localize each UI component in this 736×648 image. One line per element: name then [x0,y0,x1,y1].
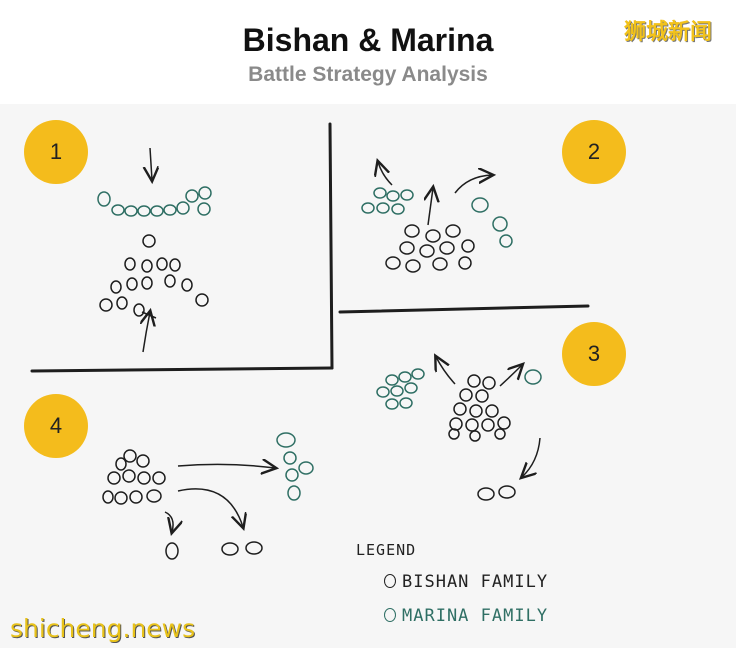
bishan-formation [102,449,263,560]
watermark-domain: shicheng.news [10,614,196,643]
legend-title: LEGEND [356,541,417,559]
quadrant-1-sketch [97,147,212,353]
quadrant-3-badge: 3 [562,322,626,386]
attack-arrows [436,357,541,477]
marina-formation [97,186,212,217]
watermark-chinese: 狮城新闻 [624,20,713,45]
bishan-formation [385,224,475,273]
marina-formation [361,187,513,248]
quadrant-1-badge: 1 [24,120,88,184]
legend-label-marina: MARINA FAMILY [402,606,549,626]
quadrant-4-badge: 4 [24,394,88,458]
bishan-formation [448,374,516,501]
legend-item-marina: MARINA FAMILY [384,606,548,626]
quadrant-2-badge: 2 [562,120,626,184]
marina-formation [376,368,542,410]
legend-item-bishan: BISHAN FAMILY [384,572,548,592]
attack-arrows [378,162,492,226]
bishan-formation [99,234,209,317]
quadrant-2-sketch [361,162,513,273]
marina-marker-icon [384,608,396,622]
page-title: Bishan & Marina [242,22,494,58]
legend-label-bishan: BISHAN FAMILY [402,572,549,592]
vertical-divider [328,122,334,370]
quadrant-3-sketch [376,357,542,501]
quadrant-4-sketch [102,432,314,560]
quadrant-dividers [30,122,590,373]
attack-arrows [142,147,156,353]
marina-formation [276,432,314,501]
page-subtitle: Battle Strategy Analysis [248,63,488,86]
horizontal-divider-right [338,304,590,314]
horizontal-divider-left [30,366,334,373]
attack-arrows [164,464,275,532]
bishan-marker-icon [384,574,396,588]
